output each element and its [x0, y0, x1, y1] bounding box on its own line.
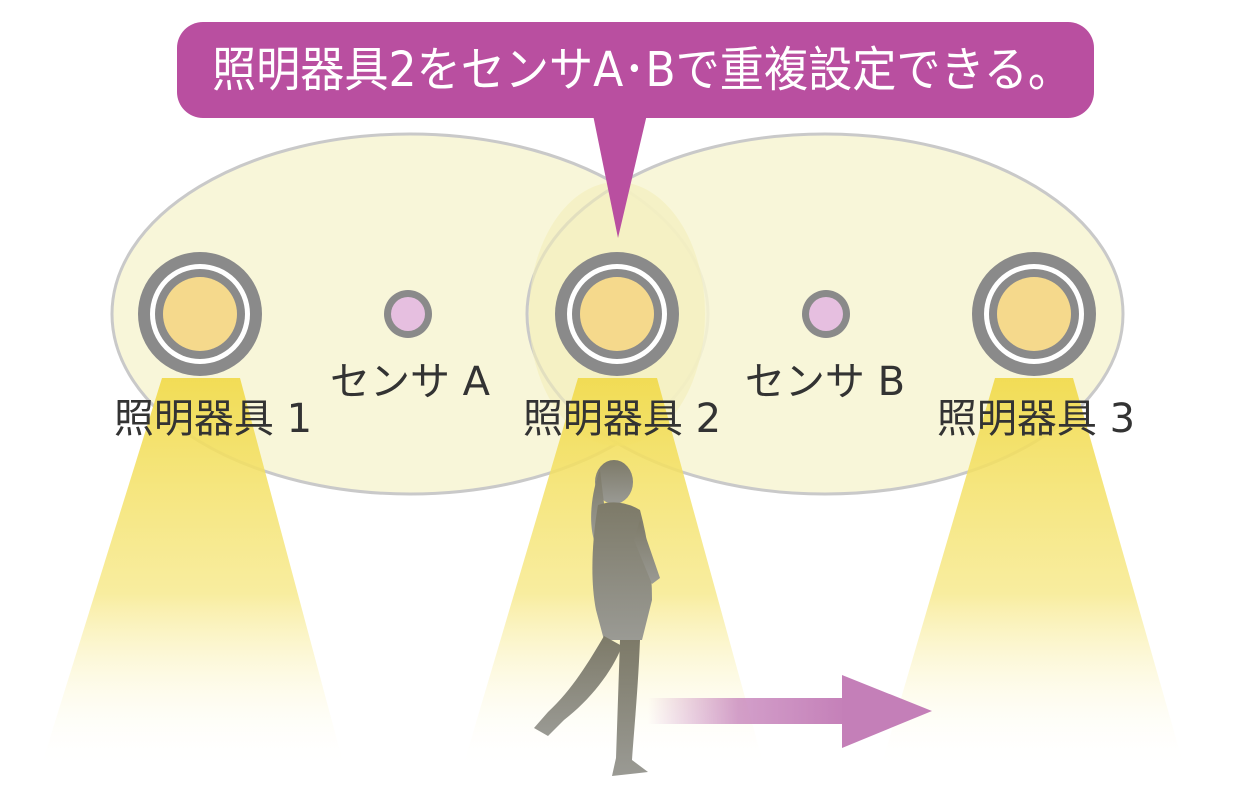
right-arrow-icon [648, 675, 932, 748]
fixture-2-icon [555, 252, 679, 376]
sensor-a-label: センサ A [330, 359, 491, 405]
callout-bubble: 照明器具2をセンサA･Bで重複設定できる。 [177, 22, 1094, 238]
fixture-1-icon [138, 252, 262, 376]
fixture-3-icon [972, 252, 1096, 376]
sensor-b-icon [802, 290, 850, 338]
light-beam-1 [40, 378, 345, 770]
fixture-1-label: 照明器具 1 [114, 396, 312, 442]
sensor-a-icon [384, 290, 432, 338]
fixture-2-label: 照明器具 2 [523, 396, 721, 442]
fixture-3-label: 照明器具 3 [937, 396, 1135, 442]
sensor-b-label: センサ B [745, 359, 905, 405]
callout-text: 照明器具2をセンサA･Bで重複設定できる。 [212, 42, 1072, 98]
light-beam-3 [880, 378, 1185, 770]
walking-person-icon [534, 460, 660, 776]
